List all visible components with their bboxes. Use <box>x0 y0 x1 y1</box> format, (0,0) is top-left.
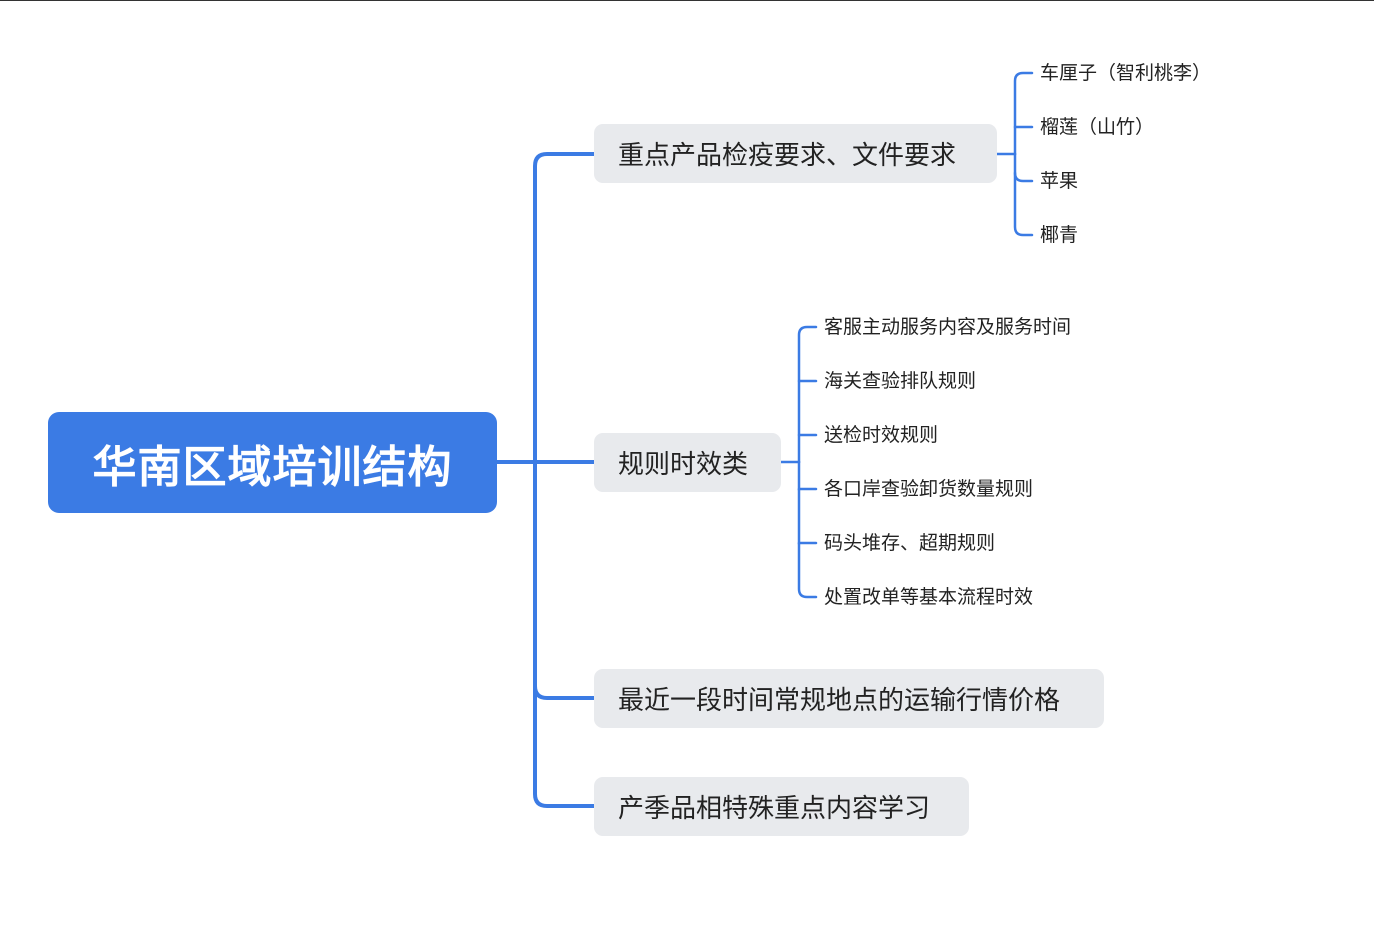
leaf-node[interactable]: 椰青 <box>1040 224 1079 246</box>
leaf-node[interactable]: 车厘子（智利桃李） <box>1040 62 1212 84</box>
leaf-connector-1-3 <box>1013 152 1034 183</box>
branch-label: 产季品相特殊重点内容学习 <box>618 794 931 824</box>
branch-label: 最近一段时间常规地点的运输行情价格 <box>618 686 1061 716</box>
leaf-node[interactable]: 榴莲（山竹） <box>1040 116 1155 138</box>
leaf-connector-2-6 <box>797 541 818 599</box>
leaf-connector-1-1 <box>1013 71 1034 156</box>
branch-connector-4 <box>533 684 596 808</box>
leaf-node[interactable]: 送检时效规则 <box>824 424 939 446</box>
top-border <box>0 0 1374 1</box>
root-node[interactable]: 华南区域培训结构 <box>48 412 497 513</box>
root-title: 华南区域培训结构 <box>92 441 453 493</box>
leaf-node[interactable]: 码头堆存、超期规则 <box>824 532 996 554</box>
branch-node-quarantine[interactable]: 重点产品检疫要求、文件要求 <box>594 124 997 183</box>
leaf-node[interactable]: 各口岸查验卸货数量规则 <box>824 478 1034 500</box>
leaf-connector-2-1 <box>797 325 818 464</box>
leaf-node[interactable]: 处置改单等基本流程时效 <box>824 586 1034 608</box>
leaf-connector-2-5 <box>797 487 818 545</box>
leaf-node[interactable]: 客服主动服务内容及服务时间 <box>824 316 1072 338</box>
leaf-node[interactable]: 苹果 <box>1040 170 1079 192</box>
leaf-connector-2-4 <box>797 460 818 491</box>
branch-label: 规则时效类 <box>618 450 749 480</box>
branch-node-transport-price[interactable]: 最近一段时间常规地点的运输行情价格 <box>594 669 1104 728</box>
branch-node-season-quality[interactable]: 产季品相特殊重点内容学习 <box>594 777 969 836</box>
branch-label: 重点产品检疫要求、文件要求 <box>618 141 957 171</box>
leaf-connector-1-4 <box>1013 171 1034 237</box>
branch-connector-3 <box>533 460 596 700</box>
branch-connector-1 <box>533 152 596 464</box>
leaf-node[interactable]: 海关查验排队规则 <box>824 370 977 392</box>
branch-node-rules[interactable]: 规则时效类 <box>594 433 781 492</box>
